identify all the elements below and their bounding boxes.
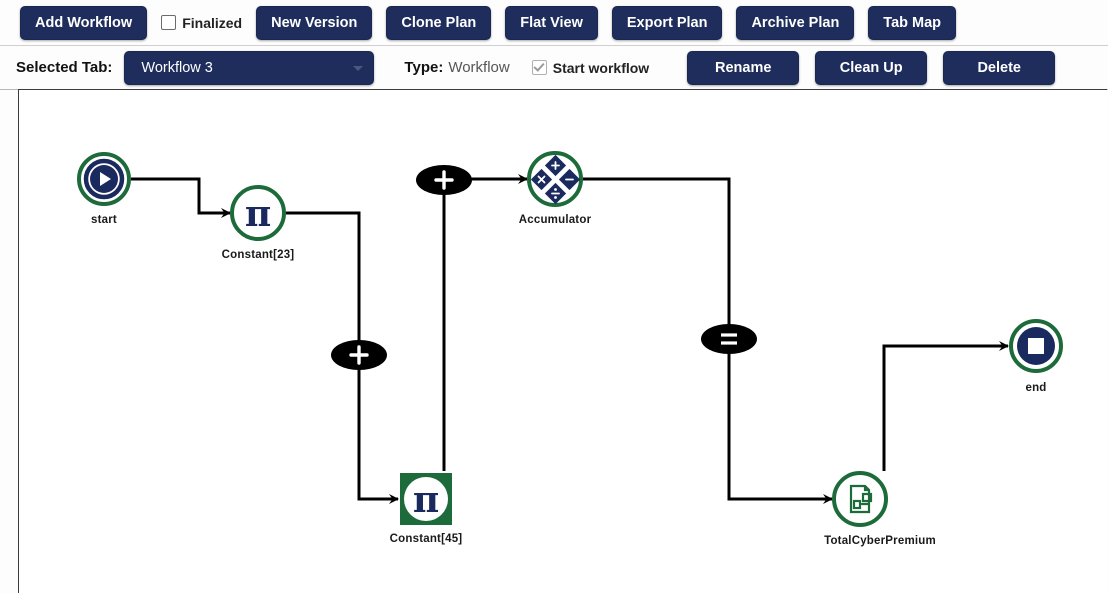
tab-map-button[interactable]: Tab Map [868, 5, 957, 40]
start-workflow-label: Start workflow [552, 59, 650, 76]
node-total-cyber-premium[interactable] [832, 471, 888, 527]
node-label-constant-45: Constant[45] [389, 533, 463, 545]
pi-icon: π [245, 193, 271, 235]
node-label-constant-23: Constant[23] [221, 249, 295, 261]
chevron-down-icon[interactable] [353, 65, 364, 71]
tab-actions: Rename Clean Up Delete [687, 50, 1056, 85]
new-version-button[interactable]: New Version [256, 5, 373, 40]
workflow-graph: π [77, 151, 1063, 527]
node-label-accumulator: Accumulator [518, 214, 592, 226]
node-end[interactable] [1009, 319, 1063, 373]
operator-plus-top[interactable] [416, 165, 472, 195]
checkbox-checked-icon[interactable] [531, 60, 547, 75]
primary-toolbar: Add Workflow Finalized New Version Clone… [0, 0, 1108, 46]
node-constant-23[interactable]: π [230, 185, 286, 241]
finalized-label: Finalized [182, 14, 243, 31]
type-group: Type: Workflow [404, 59, 509, 76]
workflow-canvas[interactable]: π [18, 89, 1107, 593]
selected-tab-dropdown[interactable]: Workflow 3 [124, 50, 375, 85]
selected-tab-value: Workflow 3 [141, 59, 213, 76]
node-constant-45[interactable]: π [400, 473, 452, 525]
type-label: Type: [404, 59, 444, 76]
edge-constant45-to-accumulator [442, 174, 528, 471]
plus-icon [349, 345, 369, 365]
node-label-start: start [91, 214, 117, 226]
flat-view-button[interactable]: Flat View [505, 5, 598, 40]
operator-equals-right[interactable] [701, 324, 757, 354]
finalized-checkbox[interactable]: Finalized [161, 15, 242, 31]
play-circle-icon [100, 172, 111, 186]
stop-circle-icon [1028, 338, 1044, 354]
start-workflow-checkbox[interactable]: Start workflow [531, 59, 650, 76]
export-plan-button[interactable]: Export Plan [611, 5, 723, 40]
document-output-icon [849, 484, 873, 514]
edge-start-to-constant23 [131, 177, 231, 218]
archive-plan-button[interactable]: Archive Plan [736, 5, 855, 40]
node-label-total-cyber-premium: TotalCyberPremium [824, 535, 936, 547]
selected-tab-label: Selected Tab: [16, 59, 113, 76]
add-workflow-button[interactable]: Add Workflow [20, 5, 148, 40]
tab-toolbar: Selected Tab: Workflow 3 Type: Workflow … [0, 46, 1108, 90]
edge-totalcyberpremium-to-end [882, 341, 1009, 471]
node-accumulator[interactable] [527, 151, 583, 207]
node-label-end: end [1025, 382, 1047, 394]
operators-diamond-icon [530, 154, 581, 205]
rename-button[interactable]: Rename [687, 50, 800, 85]
operator-plus-left[interactable] [331, 340, 387, 370]
node-start[interactable] [77, 152, 131, 206]
checkbox-icon[interactable] [161, 15, 177, 30]
type-value: Workflow [448, 59, 510, 76]
equals-icon [721, 333, 737, 345]
clean-up-button[interactable]: Clean Up [815, 50, 928, 85]
delete-button[interactable]: Delete [943, 50, 1056, 85]
pi-icon: π [413, 479, 439, 521]
plus-icon [434, 170, 454, 190]
clone-plan-button[interactable]: Clone Plan [386, 5, 492, 40]
